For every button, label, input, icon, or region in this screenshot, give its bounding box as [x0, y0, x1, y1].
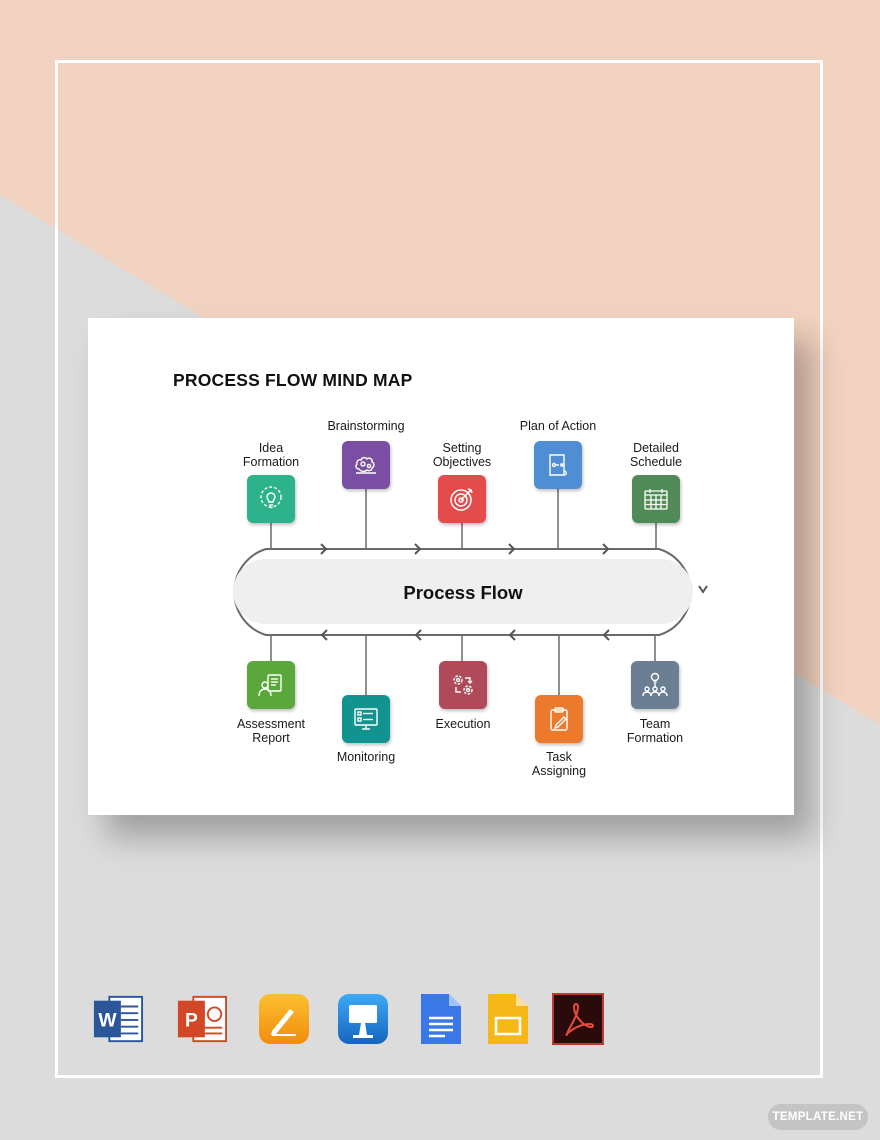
word-icon[interactable]: W [92, 993, 144, 1045]
step-plan-of-action[interactable]: Plan of Action [503, 419, 613, 489]
step-label: Plan of Action [519, 419, 597, 433]
bottom-arrows [320, 629, 610, 641]
template-preview-card[interactable]: PROCESS FLOW MIND MAP Idea Formation Bra… [88, 318, 794, 815]
step-detailed-schedule[interactable]: Detailed Schedule [601, 441, 711, 523]
flow-diagram [233, 489, 708, 695]
step-label: Brainstorming [327, 419, 405, 433]
brain-gears-icon [342, 441, 390, 489]
svg-text:W: W [98, 1011, 117, 1032]
right-arrow [698, 585, 708, 594]
bottom-connectors [270, 635, 656, 695]
step-label: Team Formation [626, 717, 684, 745]
google-docs-icon[interactable] [415, 993, 467, 1045]
document-title: PROCESS FLOW MIND MAP [173, 370, 413, 390]
google-slides-icon[interactable] [482, 993, 534, 1045]
brand-badge[interactable]: TEMPLATE.NET [768, 1104, 868, 1130]
step-label: Setting Objectives [432, 441, 492, 469]
step-assessment-report[interactable]: Assessment Report [216, 661, 326, 745]
step-label: Execution [435, 717, 491, 731]
step-label: Task Assigning [531, 750, 587, 778]
gears-arrow-icon [439, 661, 487, 709]
flow-loop-track [233, 548, 692, 636]
step-label: Idea Formation [242, 441, 300, 469]
keynote-icon[interactable] [337, 993, 389, 1045]
monitor-checklist-icon [342, 695, 390, 743]
outer-frame [55, 60, 823, 1078]
step-team-formation[interactable]: Team Formation [600, 661, 710, 745]
svg-text:P: P [185, 1011, 198, 1032]
clipboard-pen-icon [535, 695, 583, 743]
report-person-icon [247, 661, 295, 709]
step-setting-objectives[interactable]: Setting Objectives [407, 441, 517, 523]
step-brainstorming[interactable]: Brainstorming [311, 419, 421, 489]
step-monitoring[interactable]: Monitoring [311, 695, 421, 764]
top-arrows [320, 543, 610, 555]
team-idea-icon [631, 661, 679, 709]
strategy-scroll-icon [534, 441, 582, 489]
step-task-assigning[interactable]: Task Assigning [504, 695, 614, 778]
step-label: Monitoring [336, 750, 396, 764]
process-flow-pill [233, 559, 693, 624]
step-label: Assessment Report [236, 717, 306, 745]
calendar-icon [632, 475, 680, 523]
target-icon [438, 475, 486, 523]
step-idea-formation[interactable]: Idea Formation [216, 441, 326, 523]
step-execution[interactable]: Execution [408, 661, 518, 731]
lightbulb-gear-icon [247, 475, 295, 523]
step-label: Detailed Schedule [629, 441, 683, 469]
center-label: Process Flow [403, 582, 523, 603]
powerpoint-icon[interactable]: P [176, 993, 228, 1045]
top-connectors [270, 489, 657, 549]
pages-icon[interactable] [258, 993, 310, 1045]
pdf-icon[interactable] [552, 993, 604, 1045]
